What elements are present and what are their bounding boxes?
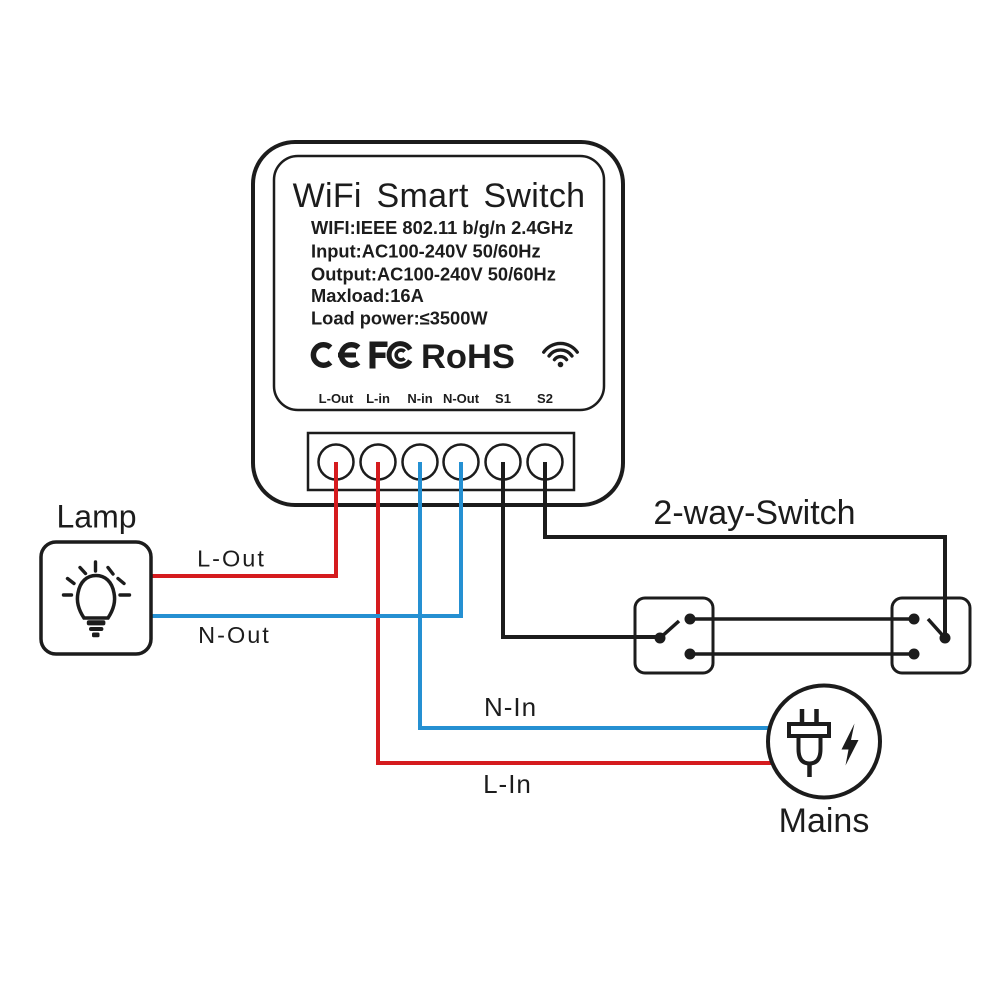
- svg-text:Output:AC100-240V 50/60Hz: Output:AC100-240V 50/60Hz: [311, 264, 556, 285]
- svg-text:S2: S2: [537, 391, 553, 406]
- svg-text:S1: S1: [495, 391, 511, 406]
- svg-text:L-In: L-In: [483, 769, 532, 799]
- svg-text:2-way-Switch: 2-way-Switch: [653, 494, 855, 532]
- svg-text:Lamp: Lamp: [56, 499, 136, 535]
- svg-text:N-In: N-In: [484, 692, 537, 722]
- svg-text:WiFi Smart Switch: WiFi Smart Switch: [293, 177, 586, 215]
- svg-text:WIFI:IEEE 802.11 b/g/n 2.4GHz: WIFI:IEEE 802.11 b/g/n 2.4GHz: [311, 217, 573, 238]
- svg-text:Maxload:16A: Maxload:16A: [311, 285, 424, 306]
- svg-text:RoHS: RoHS: [421, 338, 515, 376]
- svg-text:L-Out: L-Out: [319, 391, 354, 406]
- svg-text:N-in: N-in: [407, 391, 432, 406]
- svg-text:N-Out: N-Out: [198, 622, 271, 648]
- svg-text:L-Out: L-Out: [197, 546, 266, 572]
- svg-text:N-Out: N-Out: [443, 391, 480, 406]
- svg-text:Input:AC100-240V 50/60Hz: Input:AC100-240V 50/60Hz: [311, 241, 541, 262]
- svg-text:L-in: L-in: [366, 391, 390, 406]
- svg-text:Mains: Mains: [779, 802, 870, 840]
- svg-text:Load power:≤3500W: Load power:≤3500W: [311, 308, 488, 329]
